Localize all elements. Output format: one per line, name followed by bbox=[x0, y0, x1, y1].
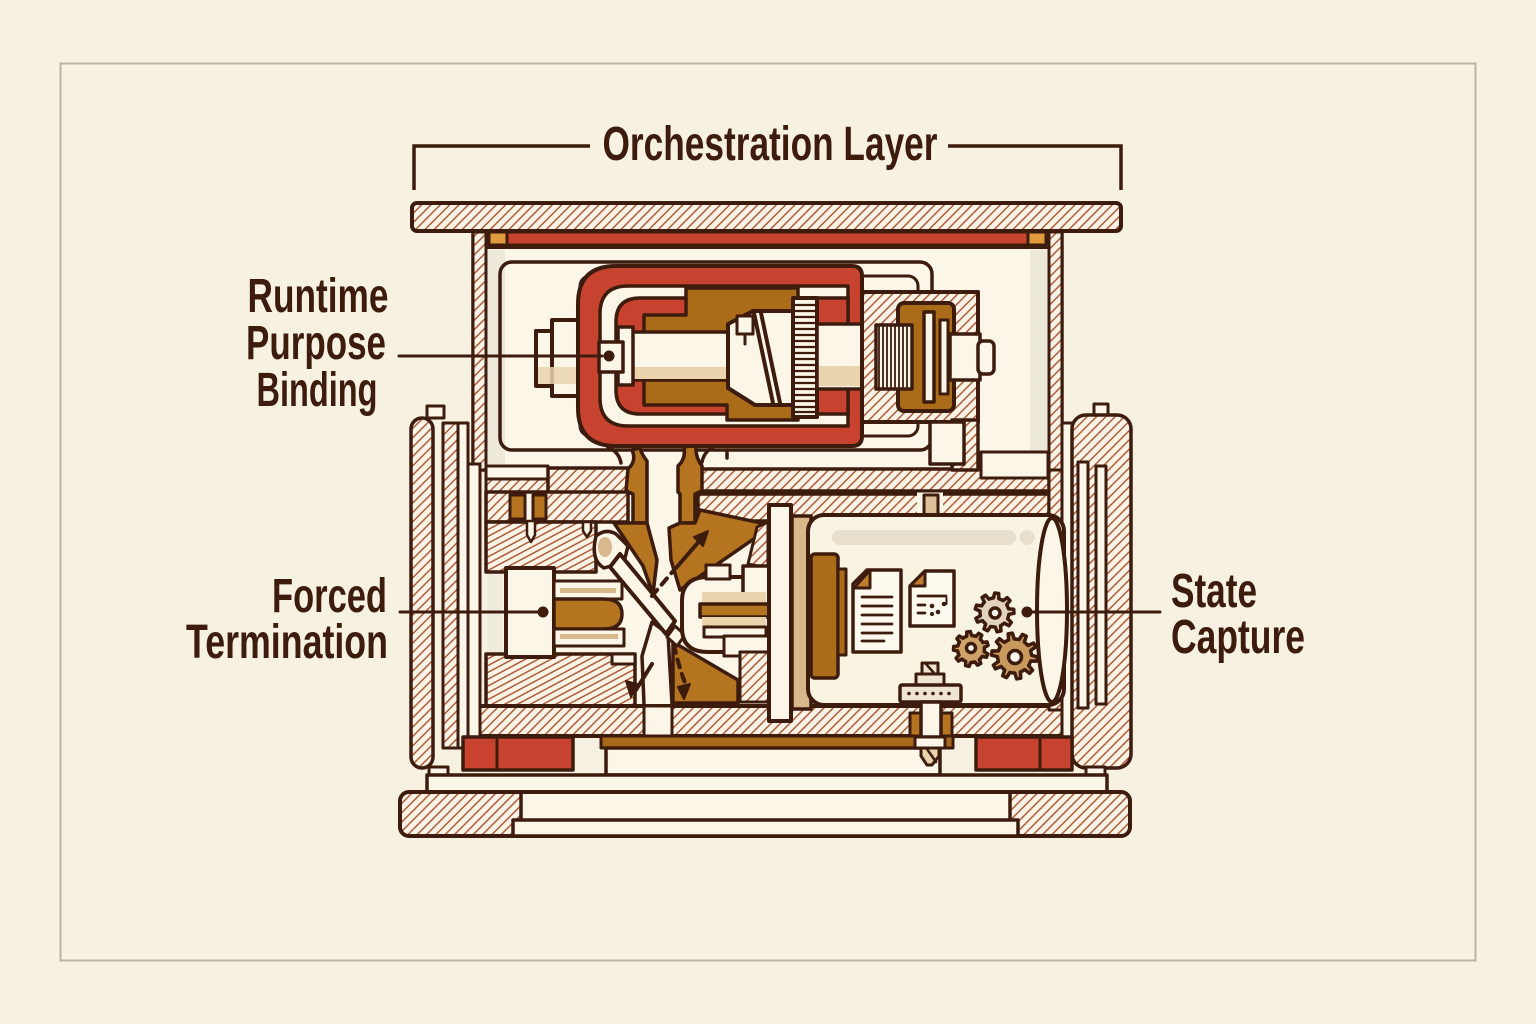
svg-text:Binding: Binding bbox=[257, 364, 378, 417]
svg-text:Purpose: Purpose bbox=[246, 317, 386, 370]
svg-text:Forced: Forced bbox=[272, 570, 387, 623]
svg-text:Termination: Termination bbox=[186, 616, 388, 669]
svg-text:Runtime: Runtime bbox=[248, 270, 389, 323]
svg-text:Orchestration Layer: Orchestration Layer bbox=[603, 118, 938, 171]
svg-text:Capture: Capture bbox=[1171, 611, 1305, 664]
svg-text:State: State bbox=[1171, 565, 1257, 618]
